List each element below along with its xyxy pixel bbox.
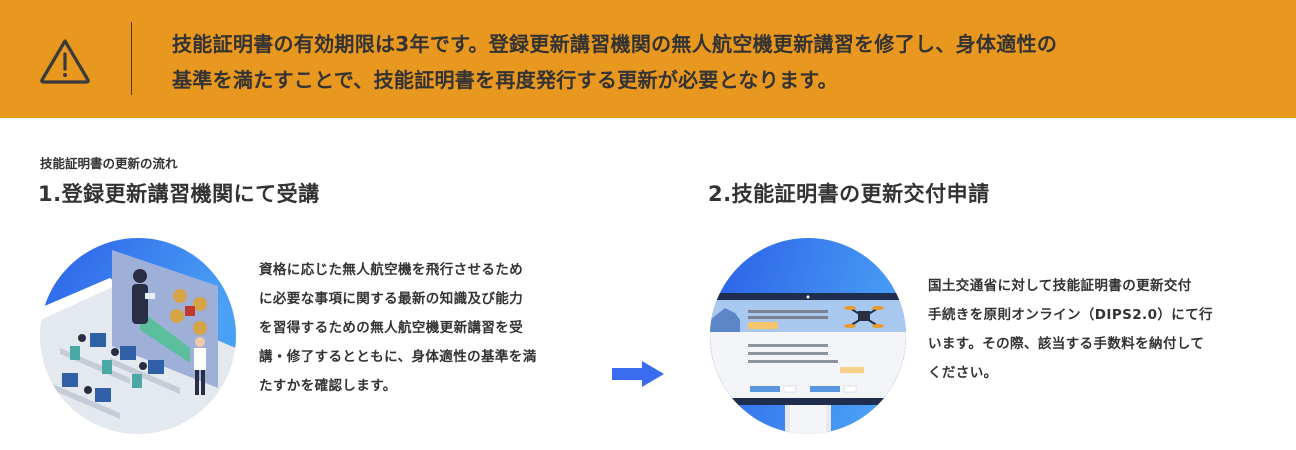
step-1-title: 1.登録更新講習機関にて受講 xyxy=(38,182,320,206)
step-2-description: 国土交通省に対して技能証明書の更新交付 手続きを原則オンライン（DIPS2.0）… xyxy=(928,272,1258,388)
banner-message: 技能証明書の有効期限は3年です。登録更新講習機関の無人航空機更新講習を修了し、身… xyxy=(172,26,1272,98)
step-2-description-line: います。その際、該当する手数料を納付して xyxy=(928,336,1205,352)
step-1-description-line: に必要な事項に関する最新の知識及び能力 xyxy=(259,291,524,307)
dips-online-monitor-illustration xyxy=(710,238,906,434)
arrow-right-icon xyxy=(612,361,664,387)
step-1-description: 資格に応じた無人航空機を飛行させるため に必要な事項に関する最新の知識及び能力 … xyxy=(259,256,589,401)
classroom-drone-lecture-illustration xyxy=(40,238,236,434)
warning-triangle-icon xyxy=(40,39,90,84)
banner-message-line-2: 基準を満たすことで、技能証明書を再度発行する更新が必要となります。 xyxy=(172,68,838,92)
step-2-description-line: ください。 xyxy=(928,365,998,381)
notice-banner: 技能証明書の有効期限は3年です。登録更新講習機関の無人航空機更新講習を修了し、身… xyxy=(0,0,1296,118)
step-2-description-line: 手続きを原則オンライン（DIPS2.0）にて行 xyxy=(928,307,1213,323)
step-1-description-line: 資格に応じた無人航空機を飛行させるため xyxy=(259,262,524,278)
banner-divider xyxy=(131,22,132,95)
step-1-description-line: 講・修了するとともに、身体適性の基準を満 xyxy=(259,349,537,365)
step-1-description-line: を習得するための無人航空機更新講習を受 xyxy=(259,320,524,336)
flow-label: 技能証明書の更新の流れ xyxy=(40,156,178,171)
banner-message-line-1: 技能証明書の有効期限は3年です。登録更新講習機関の無人航空機更新講習を修了し、身… xyxy=(172,32,1058,56)
step-2-title: 2.技能証明書の更新交付申請 xyxy=(708,182,990,206)
step-1-description-line: たすかを確認します。 xyxy=(259,378,397,394)
step-2-description-line: 国土交通省に対して技能証明書の更新交付 xyxy=(928,278,1192,294)
